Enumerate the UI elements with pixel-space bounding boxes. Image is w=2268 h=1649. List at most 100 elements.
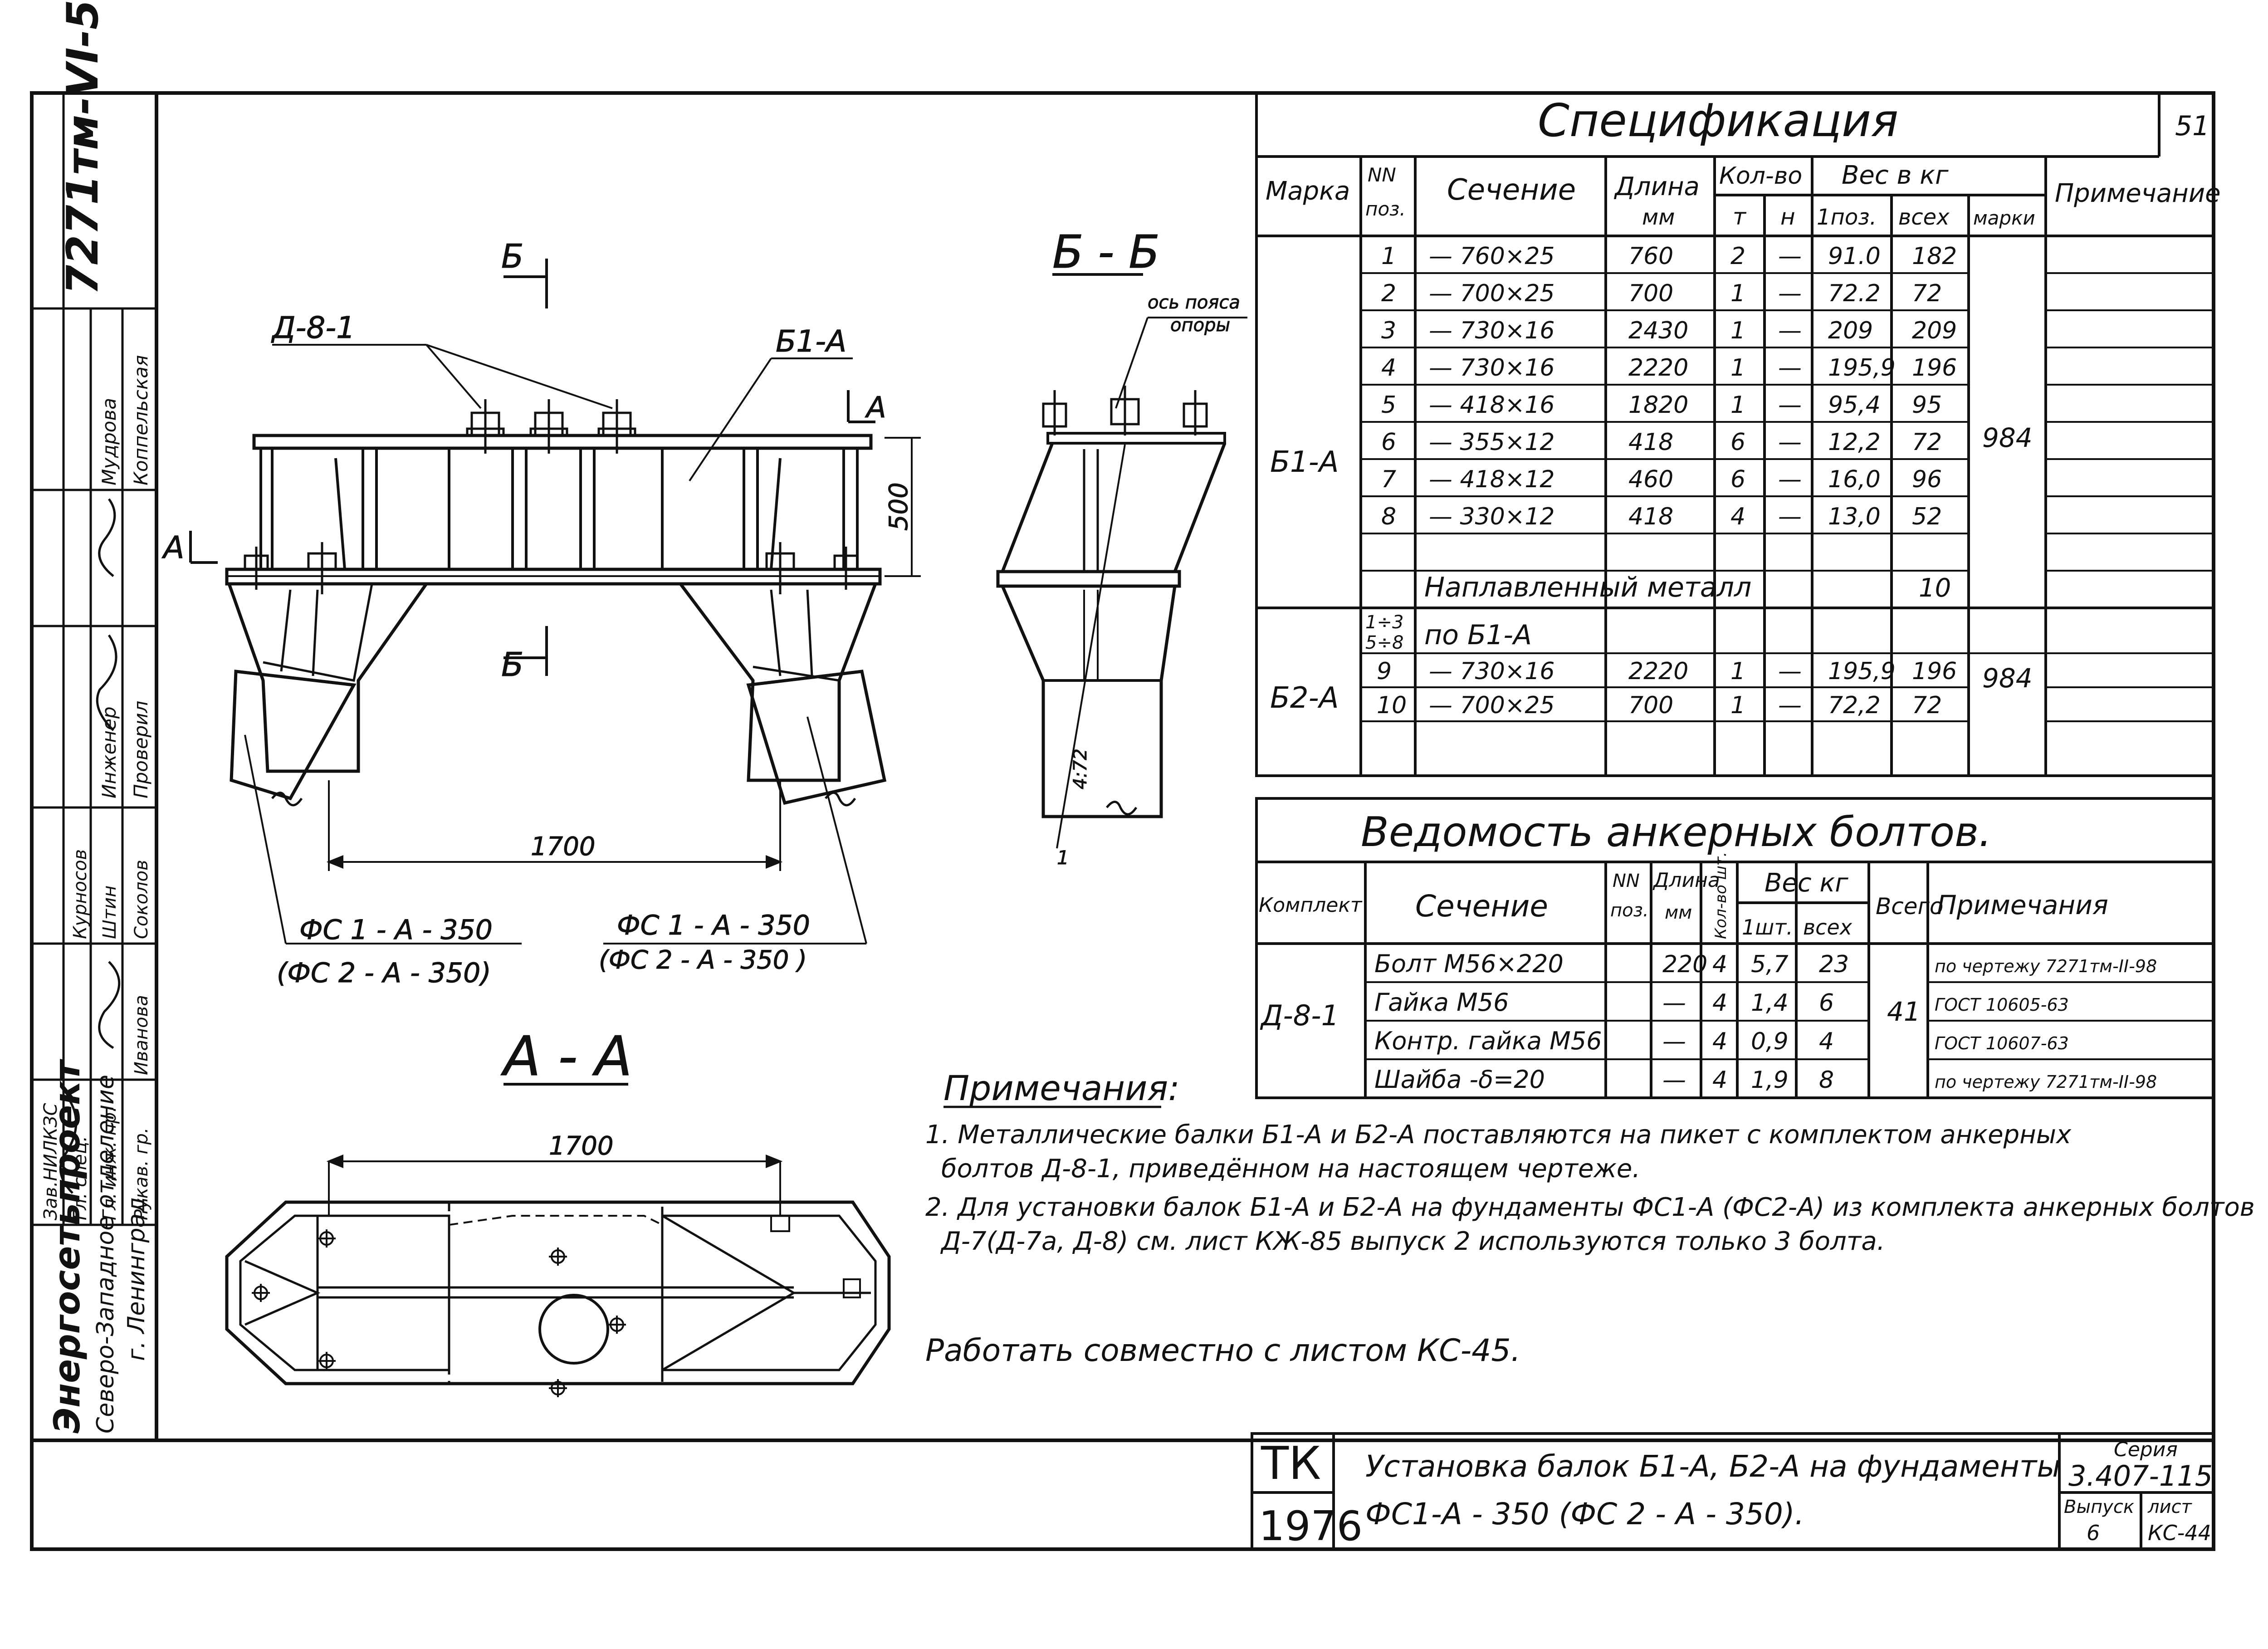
spec-cell-length: 1820 bbox=[1628, 391, 1688, 419]
spec-cell-wall: 52 bbox=[1912, 503, 1942, 530]
anchor-header-len: мм bbox=[1665, 902, 1692, 923]
anchor-total: 41 bbox=[1887, 996, 1921, 1027]
note-2a: 2. Для установки балок Б1-А и Б2-А на фу… bbox=[925, 1193, 2255, 1222]
side-city: г. Ленинград bbox=[123, 1197, 150, 1361]
spec-header-wmark: марки bbox=[1973, 207, 2035, 229]
anchor-header-total: Всего bbox=[1876, 893, 1943, 920]
tb-sheet: КС-44 bbox=[2148, 1521, 2211, 1545]
spec-cell-pos: 8 bbox=[1381, 503, 1396, 530]
page-number-box: 51 bbox=[2158, 93, 2209, 157]
spec-cell-qty-n: — bbox=[1778, 658, 1802, 685]
section-aa-dim: 1700 bbox=[549, 1131, 614, 1161]
foundation-right-2: (ФС 2 - А - 350 ) bbox=[599, 945, 807, 975]
anchor-cell-section: Болт М56×220 bbox=[1374, 949, 1564, 978]
spec-cell-qty-t: 1 bbox=[1730, 280, 1745, 307]
anchor-cell-w1: 1,9 bbox=[1751, 1067, 1789, 1094]
spec-weld-label: Наплавленный металл bbox=[1424, 572, 1751, 603]
anchor-cell-section: Контр. гайка М56 bbox=[1374, 1027, 1602, 1055]
spec-cell-qty-n: — bbox=[1778, 692, 1802, 719]
tb-title-1: Установка балок Б1-А, Б2-А на фундаменты bbox=[1365, 1449, 2060, 1484]
foundation-left-2: (ФС 2 - А - 350) bbox=[277, 957, 491, 989]
notes-block: Примечания: 1. Металлические балки Б1-А … bbox=[925, 1068, 2255, 1369]
spec-cell-pos: 4 bbox=[1381, 354, 1396, 382]
spec-cell-qty-t: 1 bbox=[1730, 692, 1745, 719]
spec-cell-pos: 9 bbox=[1377, 658, 1392, 685]
side-role: Инженер bbox=[98, 706, 120, 798]
spec-b2-ref-pos: 5÷8 bbox=[1365, 632, 1403, 653]
anchor-cell-wall: 4 bbox=[1819, 1028, 1834, 1055]
spec-cell-length: 760 bbox=[1628, 243, 1673, 270]
anchor-cell-qty: 4 bbox=[1712, 951, 1727, 978]
note-2b: Д-7(Д-7а, Д-8) см. лист КЖ-85 выпуск 2 и… bbox=[940, 1227, 1885, 1256]
section-aa-view: А - А 1700 bbox=[225, 1025, 891, 1397]
spec-cell-wall: 72 bbox=[1912, 280, 1942, 307]
anchor-cell-w1: 1,4 bbox=[1751, 989, 1789, 1017]
tb-title-2: ФС1-А - 350 (ФС 2 - А - 350). bbox=[1365, 1497, 1804, 1532]
anchor-header-len: Длина bbox=[1652, 869, 1720, 892]
anchor-cell-note: по чертежу 7271тм-II-98 bbox=[1935, 956, 2157, 976]
side-name: Мудрова bbox=[98, 398, 120, 485]
spec-cell-length: 460 bbox=[1628, 466, 1673, 493]
tb-issue: 6 bbox=[2087, 1521, 2100, 1545]
spec-b1-mark-weight: 984 bbox=[1982, 422, 2033, 453]
page-number: 51 bbox=[2175, 110, 2209, 142]
section-bb-view: Б - Б ось пояса опоры 4:72 1 bbox=[996, 225, 1247, 869]
spec-cell-w1: 95,4 bbox=[1828, 391, 1881, 419]
spec-cell-qty-n: — bbox=[1778, 317, 1802, 344]
spec-cell-w1: 13,0 bbox=[1828, 503, 1881, 530]
side-role: Проверил bbox=[130, 701, 152, 798]
anchor-kit: Д-8-1 bbox=[1260, 999, 1339, 1032]
elevation-view: Б Б А А Д-8-1 Б1-А 500 1700 ФС 1 - А - 3… bbox=[161, 237, 921, 989]
spec-header-pos: NN bbox=[1368, 164, 1396, 186]
spec-cell-section: — 418×12 bbox=[1429, 466, 1555, 493]
spec-cell-wall: 96 bbox=[1912, 466, 1942, 493]
anchor-cell-length: — bbox=[1662, 1067, 1686, 1094]
spec-header-length: мм bbox=[1642, 205, 1675, 230]
spec-cell-qty-n: — bbox=[1778, 243, 1802, 270]
side-name: Курносов bbox=[70, 849, 91, 939]
anchor-cell-wall: 6 bbox=[1819, 989, 1834, 1017]
tb-series-label: Серия bbox=[2114, 1438, 2178, 1461]
section-bb-title: Б - Б bbox=[1052, 225, 1160, 279]
spec-cell-w1: 195,9 bbox=[1828, 354, 1896, 382]
side-org-sub: Северо-Западное отделение bbox=[92, 1075, 119, 1434]
spec-cell-length: 700 bbox=[1628, 280, 1673, 307]
spec-cell-qty-t: 6 bbox=[1730, 466, 1745, 493]
spec-cell-section: — 418×16 bbox=[1429, 391, 1555, 419]
spec-header-length: Длина bbox=[1613, 172, 1700, 201]
spec-cell-w1: 195,9 bbox=[1828, 658, 1896, 685]
spec-cell-w1: 72,2 bbox=[1828, 692, 1881, 719]
spec-cell-section: — 730×16 bbox=[1429, 354, 1555, 382]
spec-cell-qty-t: 4 bbox=[1730, 503, 1745, 530]
note-1b: болтов Д-8-1, приведённом на настоящем ч… bbox=[941, 1154, 1640, 1184]
spec-cell-length: 418 bbox=[1628, 503, 1673, 530]
anchor-header-pos: поз. bbox=[1610, 900, 1649, 921]
spec-cell-w1: 16,0 bbox=[1828, 466, 1881, 493]
anchor-header-w1: 1шт. bbox=[1742, 915, 1793, 939]
section-b-label-top: Б bbox=[501, 237, 523, 275]
tb-year: 1976 bbox=[1259, 1502, 1363, 1550]
anchor-bolt-table: Ведомость анкерных болтов. Комплект Сече… bbox=[1255, 797, 2215, 1099]
spec-cell-wall: 196 bbox=[1912, 658, 1957, 685]
tb-sheet-label: лист bbox=[2147, 1497, 2193, 1517]
spec-cell-qty-t: 1 bbox=[1730, 658, 1745, 685]
anchor-cell-note: по чертежу 7271тм-II-98 bbox=[1935, 1072, 2157, 1092]
side-stamp: 7271тм-VI-51 Энергосетьпроект Северо-Зап… bbox=[32, 0, 156, 1434]
dim-500: 500 bbox=[884, 482, 914, 531]
spec-cell-wall: 72 bbox=[1912, 692, 1942, 719]
spec-header-weight: Вес в кг bbox=[1842, 161, 1949, 190]
anchor-cell-length: 220 bbox=[1662, 951, 1707, 978]
spec-cell-pos: 5 bbox=[1381, 391, 1396, 419]
tb-tk: ТК bbox=[1261, 1437, 1321, 1490]
spec-header-qty-n: н bbox=[1780, 204, 1795, 230]
signature-mark bbox=[59, 498, 121, 1194]
side-role: Гл. спец. bbox=[70, 1136, 91, 1220]
work-note: Работать совместно с листом КС-45. bbox=[925, 1333, 1520, 1369]
section-a-label-right: А bbox=[865, 391, 886, 425]
spec-cell-qty-t: 2 bbox=[1730, 243, 1745, 270]
section-b-label-bottom: Б bbox=[501, 646, 523, 684]
note-1a: 1. Металлические балки Б1-А и Б2-А поста… bbox=[925, 1120, 2072, 1150]
anchor-title: Ведомость анкерных болтов. bbox=[1361, 808, 1992, 856]
spec-cell-pos: 2 bbox=[1381, 280, 1396, 307]
